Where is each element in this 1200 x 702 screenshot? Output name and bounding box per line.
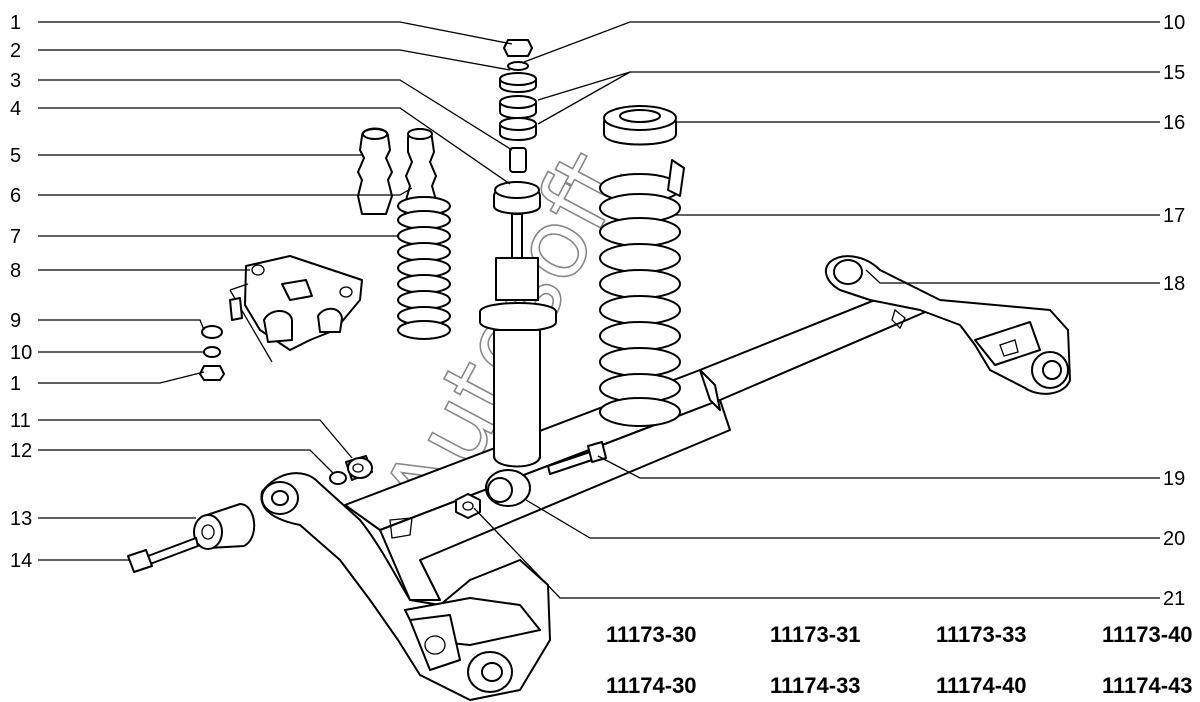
- shock-nut: [455, 493, 481, 519]
- callout-label: 11: [10, 410, 31, 432]
- shock-bolt: [547, 441, 607, 475]
- callout-label: 16: [1163, 112, 1185, 134]
- callout-label: 9: [10, 310, 21, 332]
- model-code: 11174-30: [606, 673, 697, 698]
- callouts-left: 1 2 3 4 5 6 7 8 9 10 1 11 12 13 14: [10, 12, 32, 572]
- callout-label: 20: [1163, 528, 1185, 550]
- callout-label: 8: [10, 260, 21, 282]
- silent-block: [193, 503, 256, 550]
- callout-label: 7: [10, 226, 21, 248]
- axle-bushing-parts: [329, 455, 373, 485]
- callout-label: 17: [1163, 205, 1185, 227]
- model-code: 11173-31: [770, 622, 861, 647]
- callout-label: 3: [10, 70, 21, 92]
- long-bolt: [127, 537, 199, 573]
- spring-seat: [603, 105, 677, 146]
- upper-mount-hardware: [499, 39, 537, 173]
- model-codes: 11173-30 11173-31 11173-33 11173-40 1117…: [606, 622, 1193, 698]
- model-code: 11173-30: [606, 622, 697, 647]
- model-code: 11174-43: [1102, 673, 1193, 698]
- bracket-fasteners: [199, 325, 225, 381]
- callout-label: 10: [10, 342, 32, 364]
- callout-label: 19: [1163, 468, 1185, 490]
- callout-label: 21: [1163, 588, 1185, 610]
- callouts-right: 10 15 16 17 18 19 20 21: [1163, 12, 1185, 610]
- callout-label: 14: [10, 550, 32, 572]
- callout-label: 4: [10, 98, 21, 120]
- callout-label: 12: [10, 440, 32, 462]
- bump-stops: [357, 127, 437, 215]
- callout-label: 5: [10, 145, 21, 167]
- coil-spring: [599, 159, 685, 427]
- model-code: 11174-40: [936, 673, 1027, 698]
- parts-drawing: [127, 39, 1071, 701]
- callout-label: 1: [10, 12, 21, 34]
- callout-label: 18: [1163, 273, 1185, 295]
- callout-label: 2: [10, 40, 21, 62]
- leader-lines: [38, 21, 1160, 599]
- upper-bracket: [229, 255, 363, 363]
- protective-boot: [397, 196, 451, 340]
- shock-absorber: [479, 181, 557, 507]
- model-code: 11173-40: [1102, 622, 1193, 647]
- callout-label: 1: [10, 373, 21, 395]
- model-code: 11173-33: [936, 622, 1027, 647]
- callout-label: 6: [10, 185, 21, 207]
- model-code: 11174-33: [770, 673, 861, 698]
- callout-label: 10: [1163, 12, 1185, 34]
- callout-label: 15: [1163, 62, 1185, 84]
- callout-label: 13: [10, 508, 32, 530]
